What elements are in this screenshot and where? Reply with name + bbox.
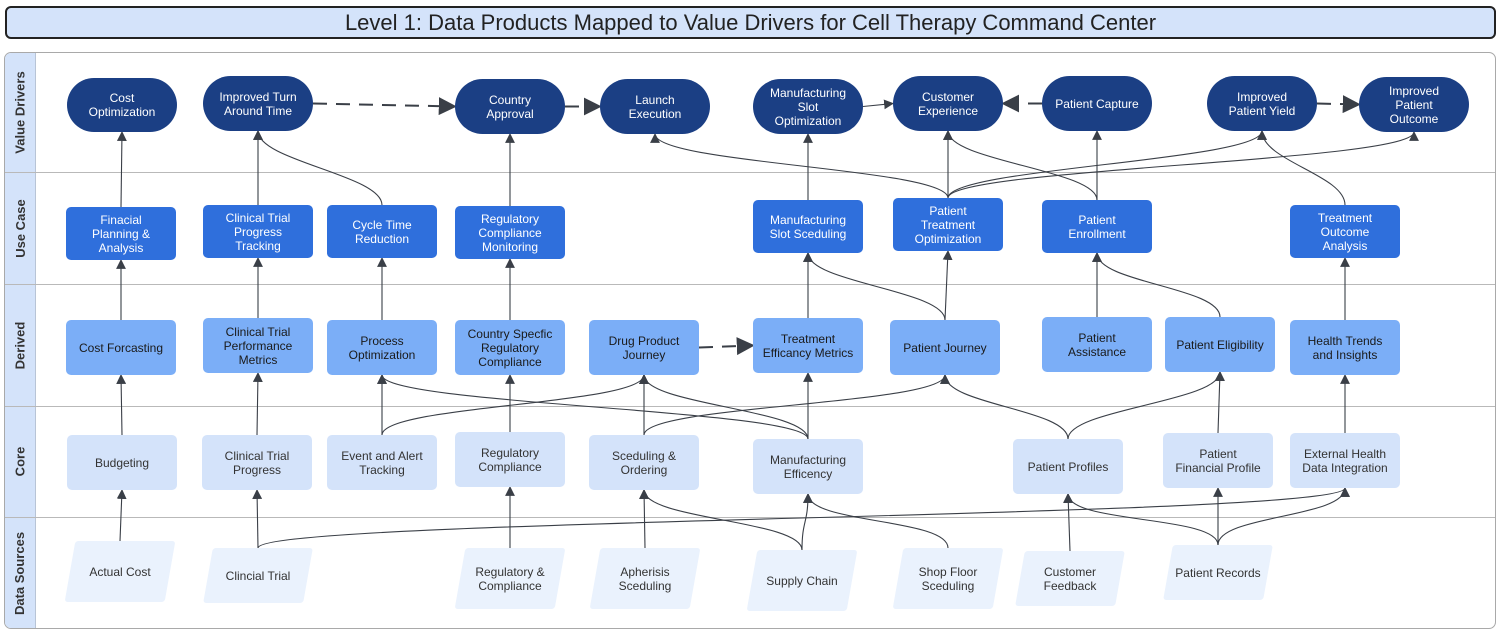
node-co-sched[interactable]: Sceduling & Ordering	[589, 435, 699, 490]
node-vd-country[interactable]: Country Approval	[455, 79, 565, 134]
node-dv-dpj[interactable]: Drug Product Journey	[589, 320, 699, 375]
node-ds-reg[interactable]: Regulatory & Compliance	[454, 548, 566, 609]
node-ds-feedback[interactable]: Customer Feedback	[1015, 551, 1125, 606]
node-co-eat[interactable]: Event and Alert Tracking	[327, 435, 437, 490]
node-ds-supply[interactable]: Supply Chain	[746, 550, 858, 611]
node-uc-pto[interactable]: Patient Treatment Optimization	[893, 198, 1003, 251]
node-ds-shop[interactable]: Shop Floor Sceduling	[892, 548, 1004, 609]
node-dv-pa[interactable]: Patient Assistance	[1042, 317, 1152, 372]
node-uc-ctpt[interactable]: Clinical Trial Progress Tracking	[203, 205, 313, 258]
node-vd-capture[interactable]: Patient Capture	[1042, 76, 1152, 131]
diagram-title: Level 1: Data Products Mapped to Value D…	[5, 6, 1496, 39]
node-co-ctp[interactable]: Clinical Trial Progress	[202, 435, 312, 490]
node-ds-records[interactable]: Patient Records	[1163, 545, 1273, 600]
node-co-mfgeff[interactable]: Manufacturing Efficency	[753, 439, 863, 494]
node-label: Actual Cost	[89, 564, 151, 579]
lane-use-case: Use Case	[12, 198, 28, 258]
node-uc-mfgsched[interactable]: Manufacturing Slot Sceduling	[753, 200, 863, 253]
node-vd-custexp[interactable]: Customer Experience	[893, 76, 1003, 131]
node-ds-ct[interactable]: Clincial Trial	[203, 548, 313, 603]
node-uc-fin[interactable]: Finacial Planning & Analysis	[66, 207, 176, 260]
node-label: Clincial Trial	[225, 568, 291, 583]
node-uc-regmon[interactable]: Regulatory Compliance Monitoring	[455, 206, 565, 259]
lane-divider	[5, 284, 1495, 285]
node-dv-pj[interactable]: Patient Journey	[890, 320, 1000, 375]
node-uc-enroll[interactable]: Patient Enrollment	[1042, 200, 1152, 253]
lane-derived: Derived	[12, 321, 28, 369]
node-dv-csrc[interactable]: Country Specfic Regulatory Compliance	[455, 320, 565, 375]
node-vd-cost[interactable]: Cost Optimization	[67, 78, 177, 132]
lane-divider	[5, 517, 1495, 518]
node-label: Supply Chain	[766, 573, 838, 588]
node-vd-mfgslot[interactable]: Manufacturing Slot Optimization	[753, 79, 863, 134]
node-co-pprof[interactable]: Patient Profiles	[1013, 439, 1123, 494]
node-ds-aph[interactable]: Apherisis Sceduling	[589, 548, 701, 609]
node-label: Patient Records	[1175, 565, 1261, 580]
node-dv-pe[interactable]: Patient Eligibility	[1165, 317, 1275, 372]
node-ds-cost[interactable]: Actual Cost	[64, 541, 176, 602]
lane-value-drivers: Value Drivers	[12, 71, 28, 154]
lane-divider	[5, 172, 1495, 173]
node-co-reg[interactable]: Regulatory Compliance	[455, 432, 565, 487]
node-dv-costf[interactable]: Cost Forcasting	[66, 320, 176, 375]
lane-core: Core	[12, 446, 28, 477]
node-dv-tem[interactable]: Treatment Efficancy Metrics	[753, 318, 863, 373]
lane-data-sources: Data Sources	[12, 531, 28, 616]
node-uc-toa[interactable]: Treatment Outcome Analysis	[1290, 205, 1400, 258]
node-label: Shop Floor Sceduling	[918, 564, 978, 593]
node-vd-launch[interactable]: Launch Execution	[600, 79, 710, 134]
node-vd-turn[interactable]: Improved Turn Around Time	[203, 76, 313, 131]
node-co-pfin[interactable]: Patient Financial Profile	[1163, 433, 1273, 488]
node-label: Customer Feedback	[1043, 564, 1097, 593]
node-co-ehdi[interactable]: External Health Data Integration	[1290, 433, 1400, 488]
node-uc-cycle[interactable]: Cycle Time Reduction	[327, 205, 437, 258]
node-dv-hti[interactable]: Health Trends and Insights	[1290, 320, 1400, 375]
node-label: Apherisis Sceduling	[618, 564, 672, 593]
node-vd-outcome[interactable]: Improved Patient Outcome	[1359, 77, 1469, 132]
lane-header-column	[5, 53, 36, 628]
node-label: Regulatory & Compliance	[475, 564, 545, 593]
node-vd-yield[interactable]: Improved Patient Yield	[1207, 76, 1317, 131]
node-dv-procopt[interactable]: Process Optimization	[327, 320, 437, 375]
node-dv-ctpm[interactable]: Clinical Trial Performance Metrics	[203, 318, 313, 373]
lane-divider	[5, 406, 1495, 407]
node-co-budget[interactable]: Budgeting	[67, 435, 177, 490]
